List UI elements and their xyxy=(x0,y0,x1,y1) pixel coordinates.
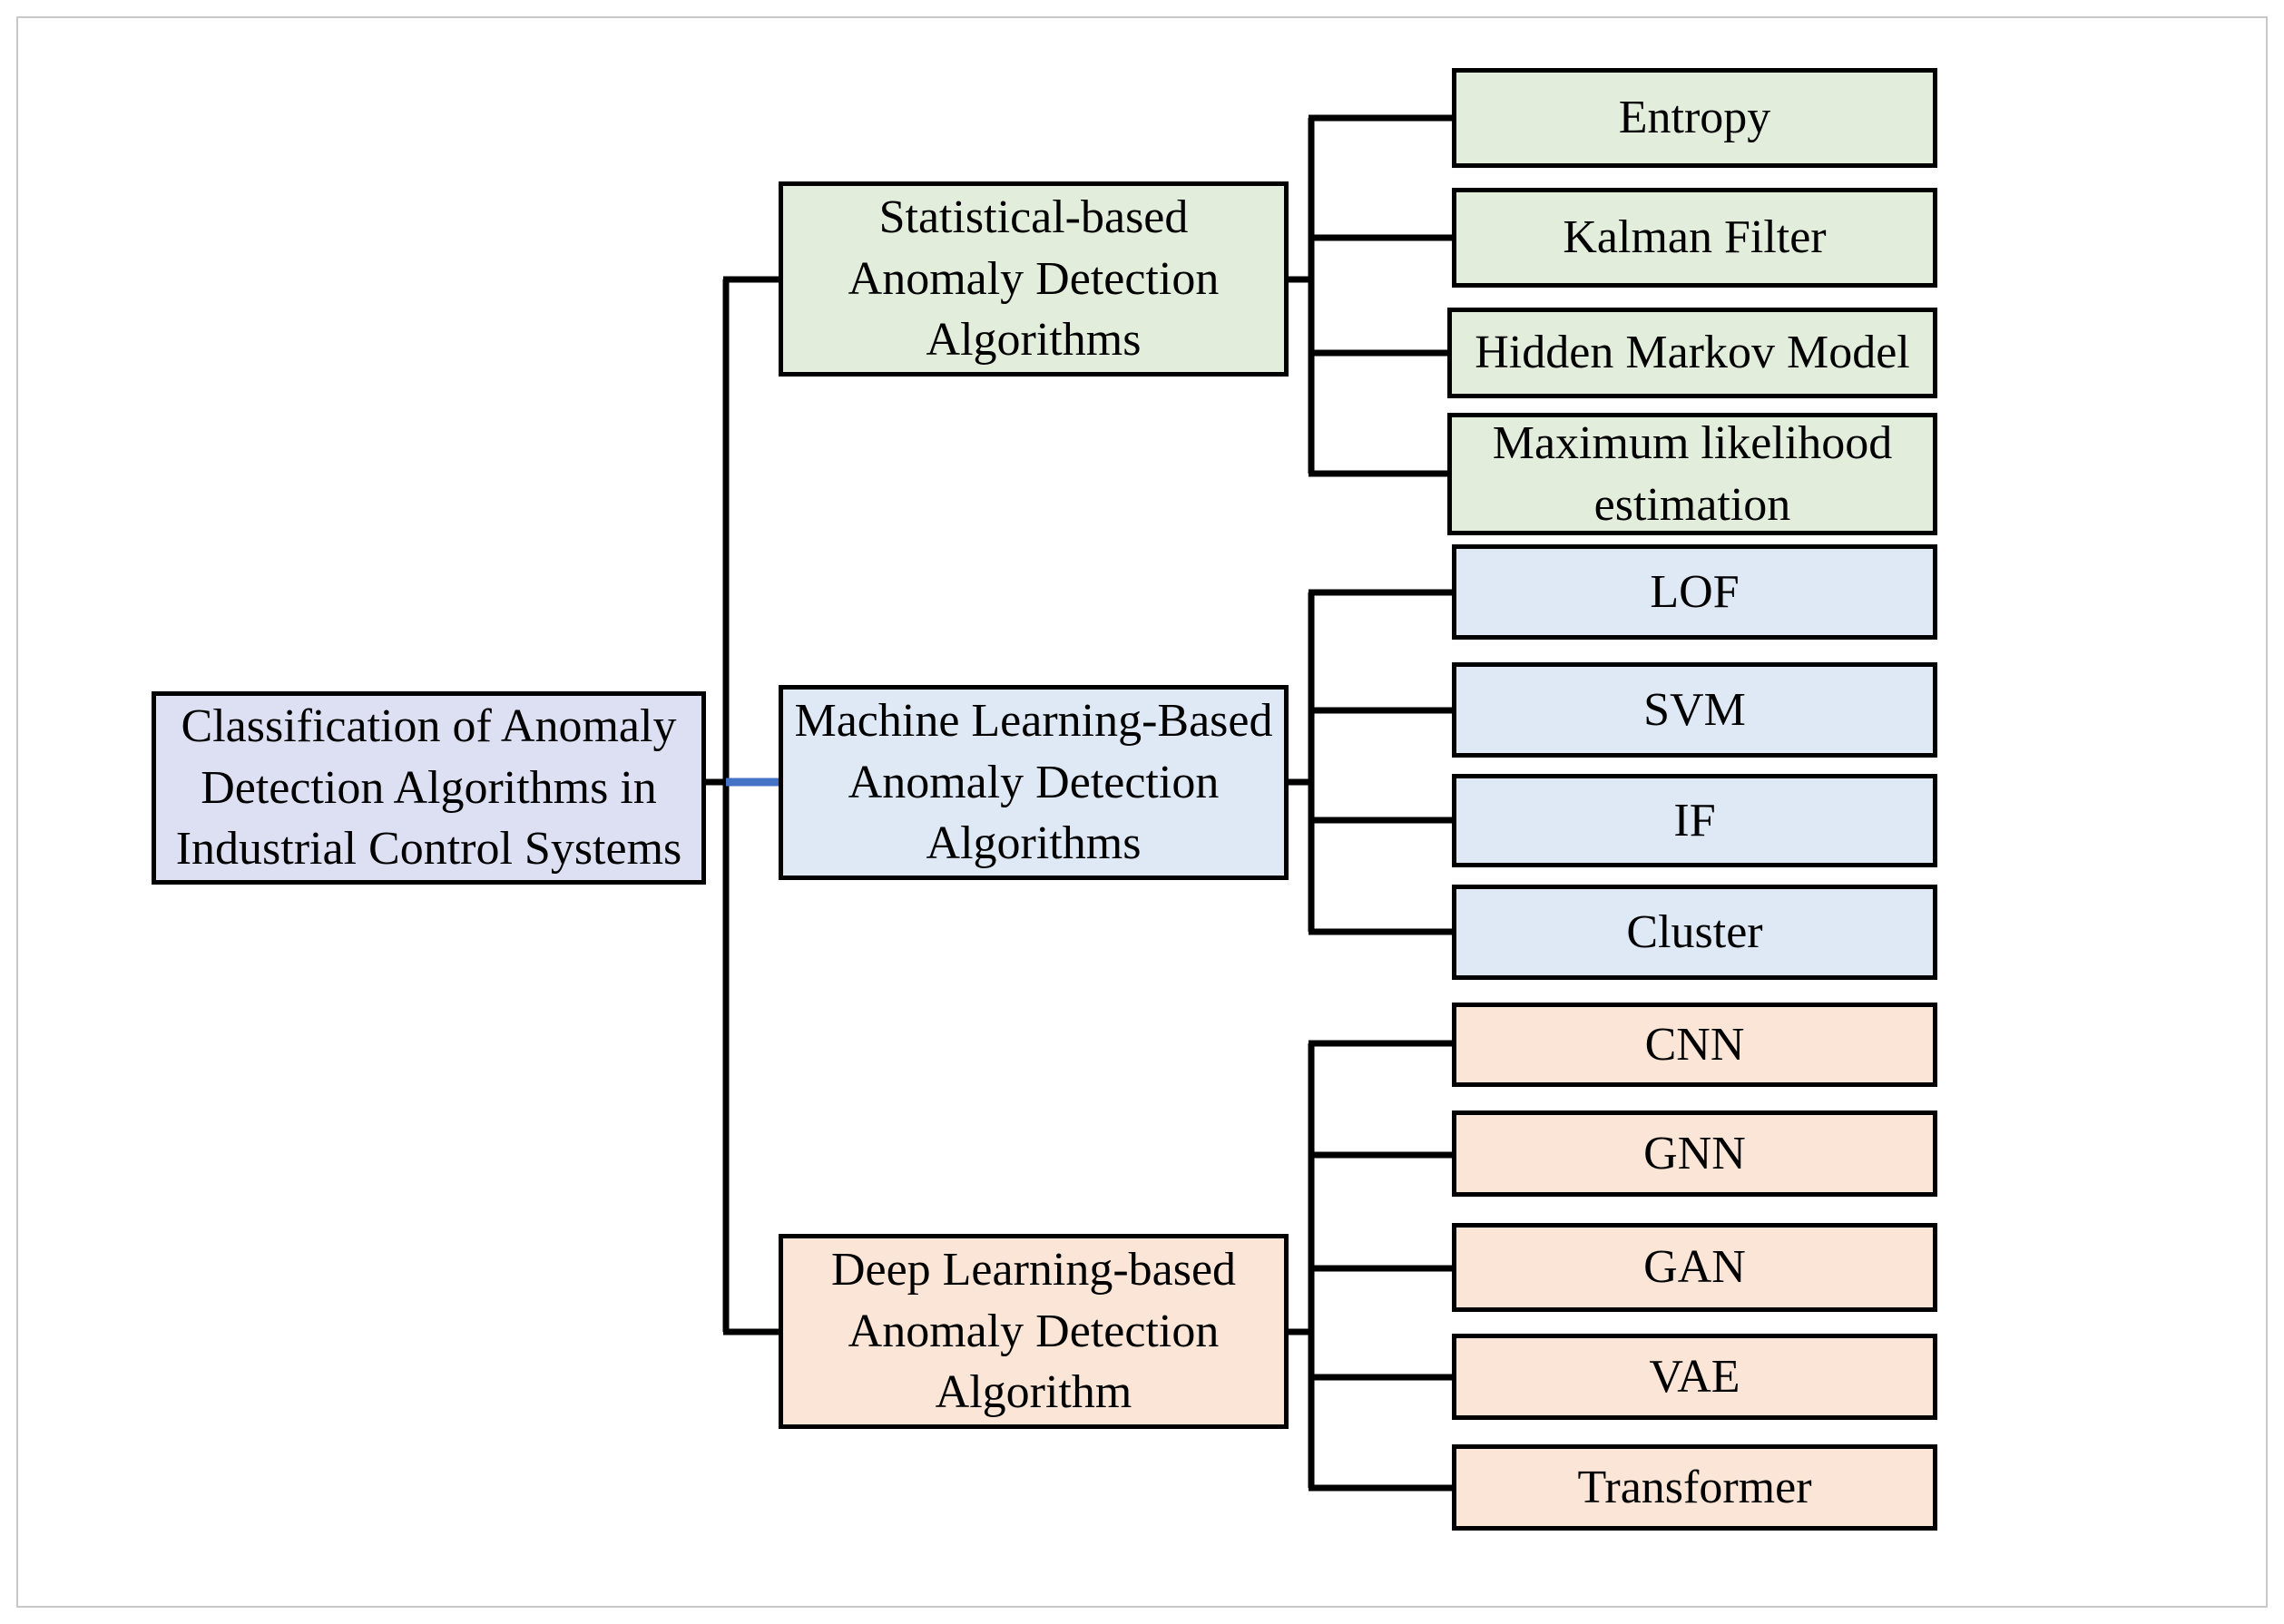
node-leaf-kalman-filter[interactable]: Kalman Filter xyxy=(1452,188,1937,288)
node-leaf-transformer[interactable]: Transformer xyxy=(1452,1444,1937,1531)
node-leaf-gnn[interactable]: GNN xyxy=(1452,1110,1937,1197)
node-leaf-cluster[interactable]: Cluster xyxy=(1452,885,1937,980)
node-leaf-cluster-label: Cluster xyxy=(1626,905,1763,958)
node-leaf-gan-label: GAN xyxy=(1643,1241,1746,1294)
node-leaf-kalman-filter-label: Kalman Filter xyxy=(1563,211,1827,264)
node-leaf-gan[interactable]: GAN xyxy=(1452,1223,1937,1312)
node-leaf-maximum-likelihood-estimation-label: Maximum likelihood estimation xyxy=(1492,416,1893,531)
node-leaf-vae-label: VAE xyxy=(1649,1350,1740,1403)
node-leaf-cnn-label: CNN xyxy=(1644,1018,1745,1071)
node-leaf-transformer-label: Transformer xyxy=(1577,1461,1812,1513)
node-group-statistical[interactable]: Statistical-based Anomaly Detection Algo… xyxy=(779,181,1289,377)
node-root[interactable]: Classification of Anomaly Detection Algo… xyxy=(152,691,706,885)
node-leaf-gnn-label: GNN xyxy=(1643,1127,1746,1179)
node-root-label: Classification of Anomaly Detection Algo… xyxy=(175,700,682,876)
node-leaf-cnn[interactable]: CNN xyxy=(1452,1003,1937,1087)
node-leaf-hidden-markov-model-label: Hidden Markov Model xyxy=(1475,327,1910,379)
node-group-machine-learning-label: Machine Learning-Based Anomaly Detection… xyxy=(794,695,1273,870)
node-leaf-maximum-likelihood-estimation[interactable]: Maximum likelihood estimation xyxy=(1447,413,1937,535)
node-leaf-svm-label: SVM xyxy=(1643,683,1746,736)
node-group-machine-learning[interactable]: Machine Learning-Based Anomaly Detection… xyxy=(779,685,1289,880)
node-leaf-entropy-label: Entropy xyxy=(1618,92,1771,144)
node-group-deep-learning[interactable]: Deep Learning-based Anomaly Detection Al… xyxy=(779,1234,1289,1429)
node-group-statistical-label: Statistical-based Anomaly Detection Algo… xyxy=(848,191,1220,367)
node-leaf-lof-label: LOF xyxy=(1650,565,1740,618)
node-leaf-hidden-markov-model[interactable]: Hidden Markov Model xyxy=(1447,308,1937,398)
node-leaf-vae[interactable]: VAE xyxy=(1452,1334,1937,1420)
node-leaf-if-label: IF xyxy=(1673,794,1716,846)
node-leaf-if[interactable]: IF xyxy=(1452,774,1937,867)
node-leaf-entropy[interactable]: Entropy xyxy=(1452,68,1937,168)
node-group-deep-learning-label: Deep Learning-based Anomaly Detection Al… xyxy=(830,1244,1237,1419)
node-leaf-svm[interactable]: SVM xyxy=(1452,662,1937,758)
node-leaf-lof[interactable]: LOF xyxy=(1452,544,1937,640)
